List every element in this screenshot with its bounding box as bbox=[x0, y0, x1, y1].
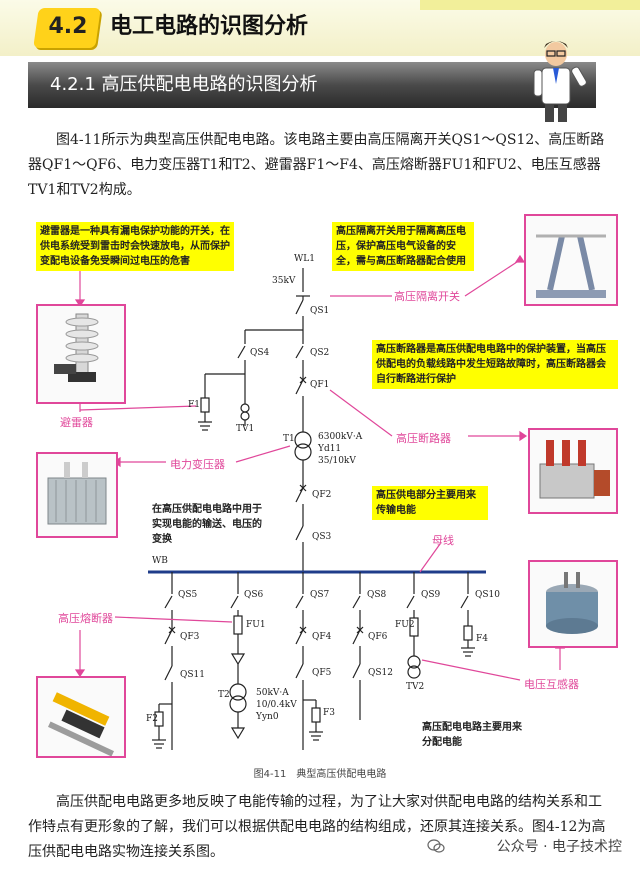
label-35kv: 35kV bbox=[272, 276, 296, 286]
closing-paragraph: 高压供配电电路更多地反映了电能传输的过程，为了让大家对供配电电路的结构关系和工作… bbox=[28, 794, 606, 860]
label-qs11: QS11 bbox=[180, 670, 205, 680]
figure-caption: 图4-11 典型高压供配电电路 bbox=[253, 769, 387, 780]
label-t2-spec1: 50kV·A bbox=[256, 688, 289, 698]
subsection-bar bbox=[28, 62, 596, 108]
teacher-mascot-icon bbox=[533, 41, 587, 122]
label-qs2: QS2 bbox=[310, 348, 330, 358]
callout-supply: 高压供电部分主要用来传输电能 bbox=[372, 486, 488, 520]
section-number: 4.2 bbox=[48, 14, 88, 39]
label-wl1: WL1 bbox=[294, 254, 315, 264]
label-f1: F1 bbox=[188, 400, 200, 410]
photo-fuse bbox=[36, 676, 126, 758]
callout-distribution: 高压配电电路主要用来分配电能 bbox=[422, 722, 522, 748]
label-t2-spec2: 10/0.4kV bbox=[256, 700, 297, 710]
callout-isolator: 高压隔离开关用于隔离高压电压，保护高压电气设备的安全，需与高压断路器配合使用 bbox=[332, 222, 474, 271]
pink-label-isolator: 高压隔离开关 bbox=[394, 290, 460, 303]
label-qf1: QF1 bbox=[310, 380, 330, 390]
label-qf4: QF4 bbox=[312, 632, 332, 642]
label-t2: T2 bbox=[218, 690, 230, 700]
label-qs7: QS7 bbox=[310, 590, 330, 600]
label-qs9: QS9 bbox=[421, 590, 441, 600]
photo-transformer bbox=[36, 452, 118, 538]
arrester-image-icon bbox=[54, 313, 99, 382]
label-f2: F2 bbox=[146, 714, 158, 724]
pink-label-transformer: 电力变压器 bbox=[170, 458, 225, 471]
photo-breaker bbox=[528, 428, 618, 514]
transformer-image-icon bbox=[47, 462, 107, 525]
pink-label-breaker: 高压断路器 bbox=[396, 432, 451, 445]
label-fu1: FU1 bbox=[246, 620, 266, 630]
breaker-image-icon bbox=[539, 440, 610, 499]
label-tv1: TV1 bbox=[236, 424, 255, 434]
label-f3: F3 bbox=[323, 708, 335, 718]
banner-stripe bbox=[420, 0, 640, 10]
pink-label-arrester: 避雷器 bbox=[60, 416, 93, 429]
label-t2-spec3: Yyn0 bbox=[256, 712, 279, 722]
callout-transformer: 在高压供配电电路中用于实现电能的输送、电压的变换 bbox=[152, 504, 262, 545]
photo-arrester bbox=[36, 304, 126, 404]
wechat-icon bbox=[427, 839, 445, 853]
isolator-image-icon bbox=[536, 234, 606, 298]
intro-paragraph: 图4-11所示为典型高压供配电电路。该电路主要由高压隔离开关QS1～QS12、高… bbox=[28, 132, 605, 198]
photo-voltage-transformer bbox=[528, 560, 618, 648]
label-qs5: QS5 bbox=[178, 590, 198, 600]
label-t1-spec1: 6300kV·A bbox=[318, 432, 363, 442]
pink-label-bus: 母线 bbox=[432, 534, 454, 547]
pink-label-fuse: 高压熔断器 bbox=[58, 612, 113, 625]
pink-label-vt: 电压互感器 bbox=[524, 678, 579, 691]
label-qs12: QS12 bbox=[368, 668, 393, 678]
photo-isolator bbox=[524, 214, 618, 306]
label-qf2: QF2 bbox=[312, 490, 332, 500]
callout-breaker: 高压断路器是高压供配电电路中的保护装置，当高压供配电的负载线路中发生短路故障时，… bbox=[372, 340, 618, 389]
label-qs1: QS1 bbox=[310, 306, 330, 316]
label-tv2: TV2 bbox=[406, 682, 425, 692]
section-title: 电工电路的识图分析 bbox=[110, 14, 309, 39]
label-f4: F4 bbox=[476, 634, 488, 644]
label-qf5: QF5 bbox=[312, 668, 332, 678]
fuse-image-icon bbox=[48, 692, 114, 757]
label-qf6: QF6 bbox=[368, 632, 388, 642]
label-qf3: QF3 bbox=[180, 632, 200, 642]
label-wb: WB bbox=[152, 556, 168, 566]
label-qs10: QS10 bbox=[475, 590, 500, 600]
watermark-text: 公众号 · 电子技术控 bbox=[496, 839, 622, 855]
subsection-title: 4.2.1 高压供配电电路的识图分析 bbox=[50, 74, 318, 95]
label-qs4: QS4 bbox=[250, 348, 270, 358]
label-qs3: QS3 bbox=[312, 532, 332, 542]
label-t1: T1 bbox=[283, 434, 295, 444]
label-qs6: QS6 bbox=[244, 590, 264, 600]
vt-image-icon bbox=[546, 572, 598, 634]
callout-arrester: 避雷器是一种具有漏电保护功能的开关，在供电系统受到雷击时会快速放电，从而保护变配… bbox=[36, 222, 234, 271]
label-t1-spec2: Yd11 bbox=[318, 444, 342, 454]
label-qs8: QS8 bbox=[367, 590, 387, 600]
label-fu2: FU2 bbox=[395, 620, 415, 630]
label-t1-spec3: 35/10kV bbox=[318, 456, 356, 466]
